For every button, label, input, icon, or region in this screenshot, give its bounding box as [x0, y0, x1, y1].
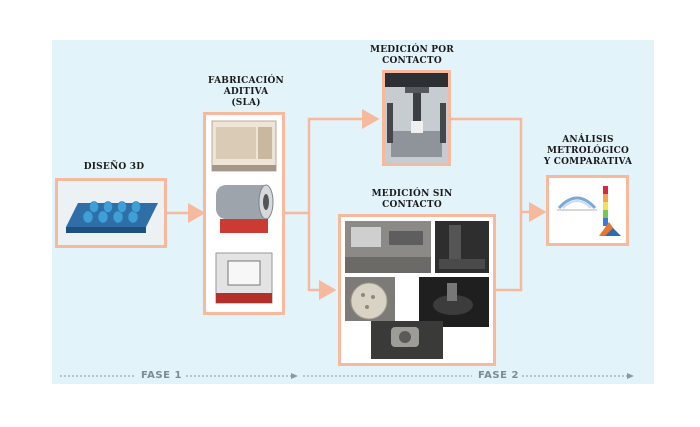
microscope-stage-photo	[419, 277, 489, 327]
curing-furnace-image	[216, 184, 274, 233]
deviation-map-image	[557, 196, 597, 211]
analysis-results-image	[549, 178, 626, 243]
contact-image-frame	[382, 70, 451, 166]
noncontact-image-frame	[338, 214, 496, 366]
label-additive-manufacturing: FABRICACIÓN ADITIVA (SLA)	[208, 76, 284, 108]
design-image-frame	[55, 178, 167, 248]
arrow-noncontact-to-analysis	[496, 212, 523, 292]
color-scale-bar	[603, 186, 608, 226]
sla-printer-image	[211, 120, 277, 172]
label-contact-measurement: MEDICIÓN POR CONTACTO	[370, 45, 454, 66]
phase1-label: FASE 1	[141, 370, 182, 381]
phase2-label: FASE 2	[478, 370, 519, 381]
cad-model-image	[58, 181, 164, 245]
optical-sensor-photo	[371, 321, 443, 359]
additive-image-frame	[203, 112, 285, 315]
arrow-additive-to-contact	[285, 109, 380, 215]
additive-equipment-images	[211, 120, 277, 304]
box-furnace-image	[215, 252, 273, 304]
profilometer-photo	[435, 221, 489, 273]
laser-scanner-photo	[345, 221, 431, 273]
label-noncontact-measurement: MEDICIÓN SIN CONTACTO	[371, 189, 453, 210]
label-metrological-analysis: ANÁLISIS METROLÓGICO Y COMPARATIVA	[543, 135, 633, 167]
analysis-image-frame	[546, 175, 629, 246]
sample-disk-photo	[345, 277, 395, 321]
software-logo-icon	[599, 222, 621, 236]
arrow-contact-to-analysis	[450, 117, 547, 222]
cmm-machine-image	[385, 73, 448, 163]
noncontact-equipment-collage	[341, 217, 493, 363]
arrow-additive-to-noncontact	[307, 213, 337, 300]
label-design: DISEÑO 3D	[83, 162, 145, 172]
